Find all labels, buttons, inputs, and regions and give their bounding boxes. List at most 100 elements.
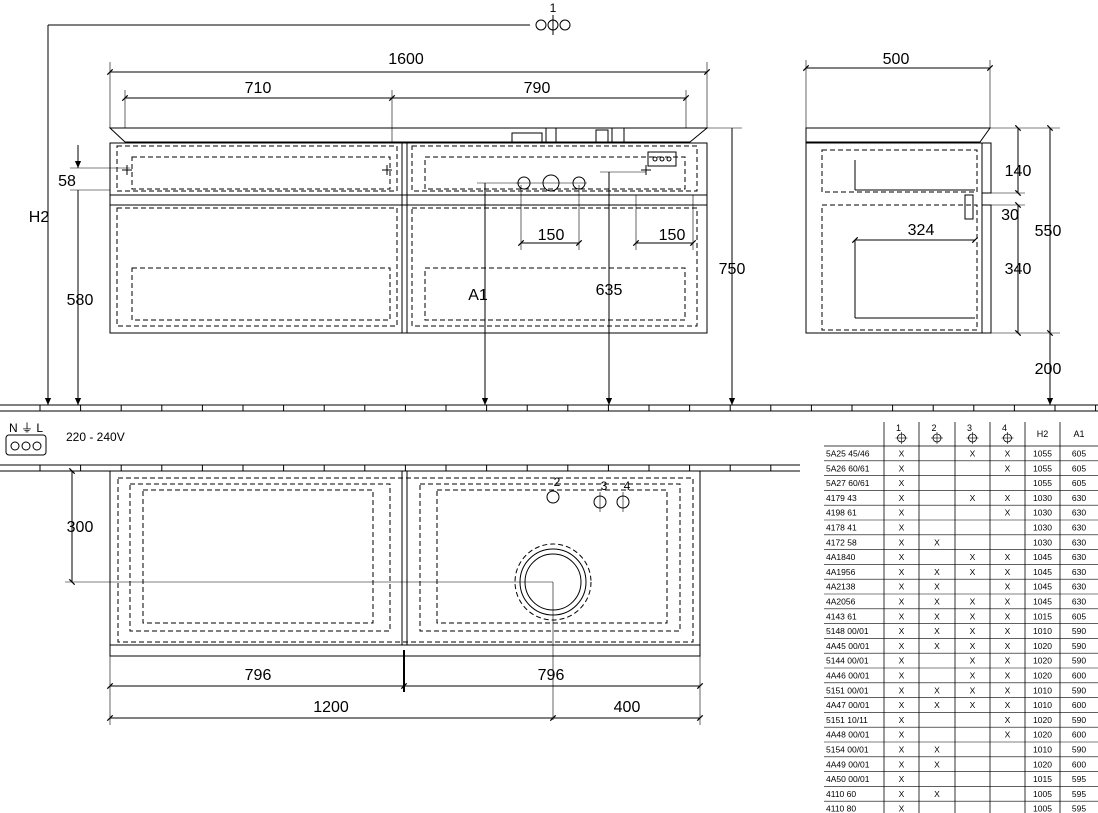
dim-796-a: 796 bbox=[245, 667, 272, 684]
table-cell: X bbox=[934, 700, 940, 710]
table-cell: X bbox=[970, 552, 976, 562]
electrical-symbol bbox=[5, 434, 47, 456]
dim-550: 550 bbox=[1035, 223, 1062, 240]
dim-side-width: 500 bbox=[883, 51, 910, 68]
table-header-cell: 2 bbox=[931, 423, 936, 433]
table-cell: 605 bbox=[1072, 478, 1086, 488]
table-cell: 600 bbox=[1072, 730, 1086, 740]
callout-1-symbol bbox=[48, 15, 571, 35]
table-cell: 590 bbox=[1072, 656, 1086, 666]
table-cell: 4A2138 bbox=[826, 582, 856, 592]
table-cell: 4A49 00/01 bbox=[826, 759, 870, 769]
table-cell: 4A50 00/01 bbox=[826, 774, 870, 784]
table-cell: X bbox=[899, 449, 905, 459]
table-cell: X bbox=[1005, 641, 1011, 651]
table-cell: 1055 bbox=[1033, 463, 1052, 473]
dim-150-a: 150 bbox=[538, 227, 565, 244]
table-cell: 630 bbox=[1072, 508, 1086, 518]
dim-h2: H2 bbox=[29, 209, 50, 226]
dim-30: 30 bbox=[1001, 207, 1019, 224]
table-cell: 590 bbox=[1072, 626, 1086, 636]
table-cell: 5144 00/01 bbox=[826, 656, 869, 666]
table-cell: 1015 bbox=[1033, 774, 1052, 784]
table-cell: X bbox=[899, 552, 905, 562]
table-cell: 1045 bbox=[1033, 567, 1052, 577]
countertop bbox=[108, 127, 709, 143]
dim-300: 300 bbox=[67, 519, 94, 536]
dim-150-b: 150 bbox=[659, 227, 686, 244]
table-cell: 1030 bbox=[1033, 523, 1052, 533]
table-cell: 630 bbox=[1072, 567, 1086, 577]
dim-width-total: 1600 bbox=[388, 51, 424, 68]
table-cell: 630 bbox=[1072, 582, 1086, 592]
table-cell: X bbox=[899, 508, 905, 518]
table-cell: X bbox=[934, 582, 940, 592]
table-cell: 595 bbox=[1072, 774, 1086, 784]
table-cell: 595 bbox=[1072, 789, 1086, 799]
dim-58: 58 bbox=[58, 173, 76, 190]
table-cell: X bbox=[970, 597, 976, 607]
table-cell: 4110 80 bbox=[826, 804, 856, 813]
table-cell: X bbox=[899, 597, 905, 607]
table-cell: 1030 bbox=[1033, 537, 1052, 547]
table-cell: 1010 bbox=[1033, 700, 1052, 710]
dim-200: 200 bbox=[1035, 361, 1062, 378]
table-cell: X bbox=[899, 626, 905, 636]
table-cell: 1020 bbox=[1033, 715, 1052, 725]
table-cell: X bbox=[970, 685, 976, 695]
table-cell: X bbox=[899, 656, 905, 666]
table-cell: 4A2056 bbox=[826, 597, 856, 607]
table-cell: 605 bbox=[1072, 611, 1086, 621]
table-cell: X bbox=[934, 611, 940, 621]
top-view bbox=[65, 467, 704, 725]
table-cell: 5148 00/01 bbox=[826, 626, 869, 636]
table-cell: 4A1840 bbox=[826, 552, 856, 562]
table-cell: X bbox=[934, 537, 940, 547]
table-cell: 1020 bbox=[1033, 656, 1052, 666]
table-cell: 4A46 00/01 bbox=[826, 671, 870, 681]
dim-796-b: 796 bbox=[538, 667, 565, 684]
table-cell: 1030 bbox=[1033, 493, 1052, 503]
table-cell: 1020 bbox=[1033, 759, 1052, 769]
table-cell: 630 bbox=[1072, 537, 1086, 547]
table-cell: X bbox=[899, 804, 905, 813]
dim-400: 400 bbox=[614, 699, 641, 716]
table-cell: X bbox=[970, 700, 976, 710]
table-cell: 595 bbox=[1072, 804, 1086, 813]
table-cell: 590 bbox=[1072, 685, 1086, 695]
table-cell: 605 bbox=[1072, 449, 1086, 459]
table-cell: X bbox=[899, 567, 905, 577]
table-cell: 1045 bbox=[1033, 552, 1052, 562]
table-header-cell: 3 bbox=[967, 423, 972, 433]
table-cell: X bbox=[970, 493, 976, 503]
table-cell: X bbox=[970, 567, 976, 577]
table-cell: 1015 bbox=[1033, 611, 1052, 621]
table-header-cell: 1 bbox=[896, 423, 901, 433]
dim-750: 750 bbox=[719, 261, 746, 278]
table-cell: 5151 10/11 bbox=[826, 715, 868, 725]
table-cell: X bbox=[970, 641, 976, 651]
table-cell: 4143 61 bbox=[826, 611, 857, 621]
dim-635: 635 bbox=[596, 282, 623, 299]
table-cell: 4A48 00/01 bbox=[826, 730, 870, 740]
table-cell: X bbox=[899, 463, 905, 473]
table-cell: X bbox=[970, 611, 976, 621]
dim-1200: 1200 bbox=[313, 699, 349, 716]
table-cell: 600 bbox=[1072, 700, 1086, 710]
table-cell: 1010 bbox=[1033, 685, 1052, 695]
table-cell: 1020 bbox=[1033, 671, 1052, 681]
table-header-cell: A1 bbox=[1073, 429, 1084, 439]
table-cell: 1010 bbox=[1033, 626, 1052, 636]
table-cell: 1005 bbox=[1033, 804, 1052, 813]
wall-strip-top bbox=[0, 404, 1098, 412]
table-cell: 630 bbox=[1072, 597, 1086, 607]
table-cell: X bbox=[899, 789, 905, 799]
callout-1-label: 1 bbox=[550, 1, 557, 15]
table-cell: X bbox=[934, 745, 940, 755]
table-cell: X bbox=[970, 671, 976, 681]
table-cell: 1045 bbox=[1033, 597, 1052, 607]
table-cell: 590 bbox=[1072, 641, 1086, 651]
table-cell: X bbox=[899, 641, 905, 651]
table-cell: 4198 61 bbox=[826, 508, 857, 518]
